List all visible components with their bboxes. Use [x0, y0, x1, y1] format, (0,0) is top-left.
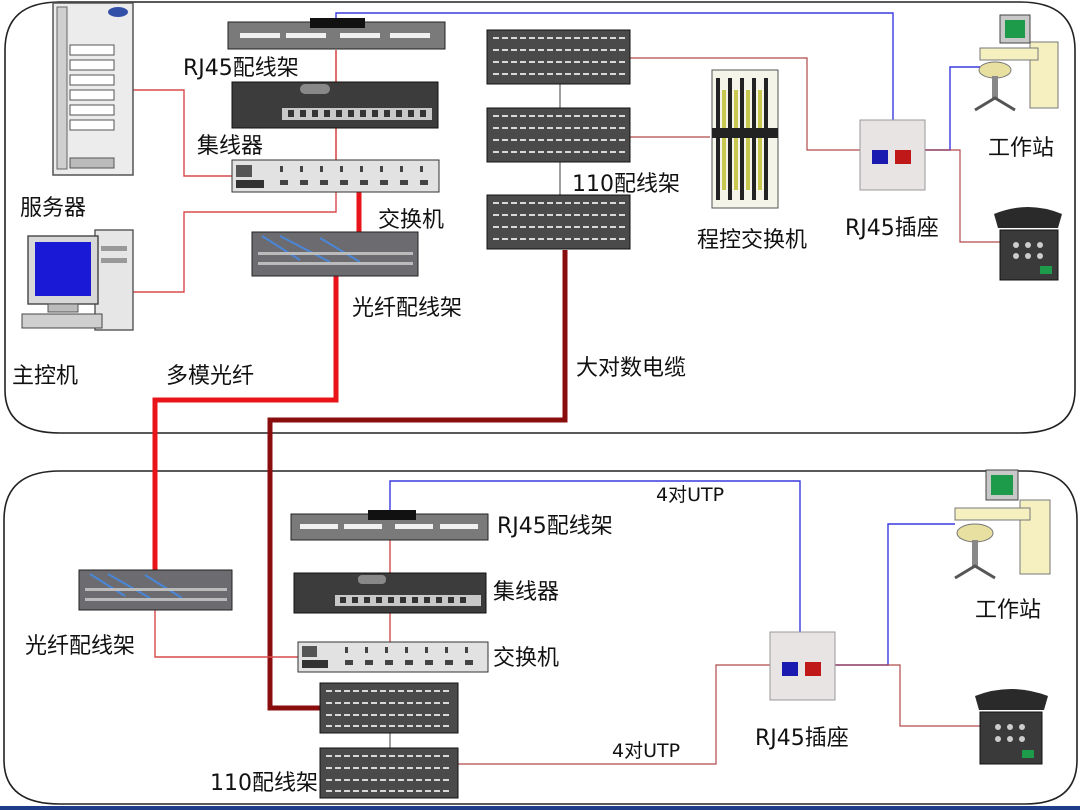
- host-computer-icon: [21, 229, 134, 331]
- server-label: 服务器: [20, 196, 87, 221]
- telephone-bottom-icon: [975, 689, 1048, 765]
- multimode-fiber-label: 多模光纤: [166, 364, 255, 389]
- rj45-outlet-bottom-label: RJ45插座: [755, 726, 849, 751]
- switch-top-icon: [231, 159, 440, 193]
- panel110-top-1-icon: [486, 29, 631, 85]
- server-link: [133, 89, 232, 177]
- pbx-outlet-link: [806, 85, 860, 151]
- utp-line-bottom-2: [458, 664, 770, 765]
- pbx-label: 程控交换机: [697, 228, 808, 253]
- server-icon: [52, 2, 134, 176]
- pbx-link: [630, 57, 808, 85]
- panel110-top-3-icon: [486, 194, 631, 250]
- pbx-icon: [711, 69, 779, 209]
- utp-bottom-label: 4对UTP: [612, 740, 681, 762]
- workstation-top-label: 工作站: [988, 136, 1055, 161]
- workstation-top-icon: [974, 14, 1059, 112]
- fiber-panel-bottom-label: 光纤配线架: [25, 634, 136, 659]
- hub-top-icon: [231, 81, 439, 129]
- hub-bottom-icon: [293, 572, 487, 614]
- panel110-top-2-icon: [486, 107, 631, 163]
- lower-floor-outline: [3, 470, 1078, 805]
- panel110-top-label: 110配线架: [572, 172, 680, 197]
- host-link: [133, 192, 337, 293]
- large-pair-cable-label: 大对数电缆: [576, 356, 687, 381]
- hub-bottom-label: 集线器: [493, 580, 560, 605]
- rj45-patch-panel-top-label: RJ45配线架: [183, 56, 299, 81]
- workstation-bottom-icon: [954, 469, 1051, 580]
- large-pair-cable-line: [267, 250, 568, 711]
- hub-top-label: 集线器: [197, 134, 264, 159]
- rj45-outlet-top-icon: [859, 119, 926, 191]
- upper-floor-outline: [4, 1, 1076, 434]
- panel110-bottom-1-icon: [319, 682, 459, 734]
- outlet-workstation-bottom: [835, 523, 955, 666]
- rj45-patch-panel-top-icon: [227, 18, 446, 50]
- outlet-phone-top: [925, 149, 1000, 243]
- multimode-fiber-line: [152, 192, 362, 575]
- fiber-panel-top-label: 光纤配线架: [352, 296, 463, 321]
- rj45-outlet-top-label: RJ45插座: [845, 216, 939, 241]
- switch-bottom-label: 交换机: [493, 646, 560, 671]
- bottom-fiber-switch-link: [154, 610, 298, 658]
- outlet-phone-bottom: [835, 664, 980, 727]
- utp-top-label: 4对UTP: [656, 484, 725, 506]
- panel110-bottom-2-icon: [319, 747, 459, 799]
- workstation-bottom-label: 工作站: [975, 598, 1042, 623]
- fiber-panel-bottom-icon: [78, 569, 233, 611]
- panel110-bottom-label: 110配线架: [210, 771, 318, 796]
- rj45-outlet-bottom-icon: [769, 631, 836, 701]
- fiber-panel-top-icon: [251, 231, 419, 277]
- utp-line-top: [335, 12, 894, 120]
- telephone-top-icon: [994, 207, 1062, 281]
- rj45-patch-panel-bottom-label: RJ45配线架: [497, 514, 613, 539]
- bottom-border-bar: [0, 806, 1080, 810]
- switch-bottom-icon: [297, 641, 489, 673]
- outlet-workstation-top: [925, 66, 980, 151]
- rj45-patch-panel-bottom-icon: [290, 510, 489, 541]
- switch-top-label: 交换机: [378, 208, 445, 233]
- host-label: 主控机: [12, 364, 79, 389]
- utp-line-bottom: [389, 480, 801, 632]
